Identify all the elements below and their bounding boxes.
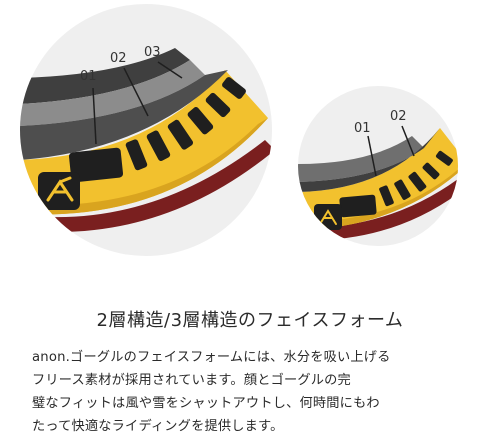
description-line: たって快適なライディングを提供します。	[32, 419, 284, 434]
large-foam-layer-3	[20, 48, 190, 104]
small-vent-slot	[435, 150, 453, 166]
description-line: フリース素材が採用されています。顔とゴーグルの完	[32, 373, 351, 388]
small-foam-layer-2	[298, 136, 424, 182]
large-foam-cross-section: 01 02 03	[20, 4, 272, 256]
small-vent-slot	[394, 179, 411, 200]
large-yellow-frame-shade	[20, 118, 268, 215]
description-line: 璧なフィットは風や雪をシャットアウトし、何時間にもわ	[32, 396, 380, 411]
large-vent-slot	[125, 139, 148, 171]
large-vent-slot	[68, 147, 124, 183]
anon-logo-icon	[314, 204, 342, 230]
small-label-02: 02	[390, 109, 407, 124]
small-foam-cross-section: 01 02	[298, 86, 458, 246]
foam-layers-diagram: 01 02 03	[20, 4, 458, 256]
large-vent-slot	[222, 77, 246, 99]
large-foam-layer-2	[20, 60, 205, 126]
anon-logo-icon	[38, 172, 80, 210]
small-vent-slot	[408, 171, 427, 192]
large-label-03: 03	[144, 45, 161, 60]
small-callout-line-02	[401, 125, 415, 157]
small-vent-slots	[339, 150, 453, 218]
small-label-01: 01	[354, 121, 371, 136]
large-vent-slot	[146, 130, 171, 162]
large-vent-slots	[68, 77, 246, 183]
large-foam-layer-1	[20, 70, 228, 160]
large-vent-slot	[205, 92, 231, 118]
small-vent-slot	[339, 194, 377, 218]
large-label-02: 02	[110, 51, 127, 66]
small-callout-line-01	[367, 135, 377, 177]
description-line: anon.ゴーグルのフェイスフォームには、水分を吸い上げる	[32, 350, 391, 365]
small-vent-slot	[422, 162, 440, 180]
large-callout-line-02	[123, 67, 149, 117]
feature-heading: 2層構造/3層構造のフェイスフォーム	[96, 310, 404, 331]
small-vent-slot	[379, 185, 394, 207]
feature-description: anon.ゴーグルのフェイスフォームには、水分を吸い上げる フリース素材が採用さ…	[32, 346, 476, 438]
large-callout-line-03	[157, 61, 183, 79]
small-foam-layer-1	[298, 128, 440, 192]
large-vent-slot	[167, 119, 194, 150]
large-label-01: 01	[80, 69, 97, 84]
large-vent-slot	[187, 107, 214, 135]
large-callout-line-01	[92, 87, 97, 145]
